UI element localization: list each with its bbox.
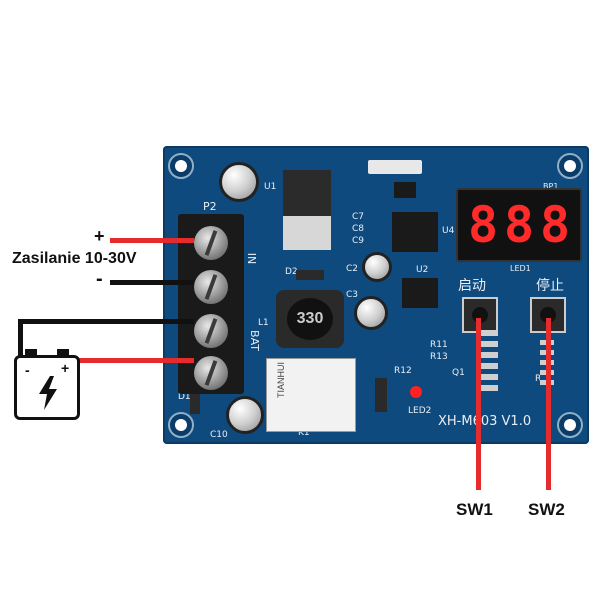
stop-button-label: 停止 bbox=[536, 278, 564, 294]
terminal-screw-4[interactable] bbox=[194, 356, 228, 390]
inductor-core: 330 bbox=[287, 298, 333, 340]
display-digit-3: 8 bbox=[540, 196, 571, 254]
pin-header bbox=[368, 160, 422, 174]
capacitor-c2 bbox=[362, 252, 392, 282]
battery-plus-sign: + bbox=[61, 360, 70, 376]
display-digit-1: 8 bbox=[468, 196, 499, 254]
relay-label: TIANHUI bbox=[276, 362, 286, 398]
power-supply-label: Zasilanie 10-30V bbox=[12, 250, 137, 267]
silk-r13: R13 bbox=[430, 352, 448, 362]
battery-terminal-right bbox=[57, 349, 69, 356]
mounting-hole-top-left bbox=[168, 153, 194, 179]
silk-c2: C2 bbox=[346, 264, 359, 274]
terminal-block bbox=[178, 214, 244, 394]
supply-wire-plus bbox=[110, 238, 194, 243]
regulator-tab bbox=[283, 216, 331, 250]
silk-d1: D1 bbox=[178, 392, 191, 402]
silk-l1: L1 bbox=[258, 318, 269, 328]
silk-p2: P2 bbox=[203, 200, 217, 213]
battery-wire-black-h bbox=[18, 319, 194, 324]
sw2-wire bbox=[546, 318, 551, 490]
ic-chip-u4 bbox=[392, 212, 438, 252]
ic-chip-u2 bbox=[402, 278, 438, 308]
battery-wire-red bbox=[72, 358, 194, 363]
status-led bbox=[410, 386, 422, 398]
model-label: XH-M603 V1.0 bbox=[438, 414, 532, 429]
ic-chip-u5 bbox=[394, 182, 416, 198]
regulator-chip bbox=[283, 170, 331, 216]
diode-d3 bbox=[375, 378, 387, 412]
silk-c7: C7 bbox=[352, 212, 365, 222]
silk-led2: LED2 bbox=[408, 406, 432, 416]
seven-segment-display: 8 8 8 bbox=[456, 188, 582, 262]
silk-in: IN bbox=[245, 252, 259, 265]
terminal-screw-1[interactable] bbox=[194, 226, 228, 260]
silk-u2: U2 bbox=[416, 265, 429, 275]
sw2-label: SW2 bbox=[528, 500, 565, 519]
silk-u4: U4 bbox=[442, 226, 455, 236]
silk-q1: Q1 bbox=[452, 368, 465, 378]
display-digit-2: 8 bbox=[504, 196, 535, 254]
terminal-screw-2[interactable] bbox=[194, 270, 228, 304]
mounting-hole-bottom-right bbox=[557, 412, 583, 438]
silk-c10: C10 bbox=[210, 430, 228, 440]
diode-d1 bbox=[190, 394, 200, 414]
resistor-array bbox=[480, 330, 498, 394]
lightning-bolt-icon bbox=[39, 376, 57, 410]
capacitor-top bbox=[219, 162, 259, 202]
silk-c9: C9 bbox=[352, 236, 365, 246]
silk-bat: BAT bbox=[247, 330, 261, 351]
sw1-wire bbox=[476, 318, 481, 490]
battery-terminal-left bbox=[25, 349, 37, 356]
silk-u1: U1 bbox=[264, 182, 277, 192]
silk-led1: LED1 bbox=[510, 264, 531, 273]
battery-minus-sign: - bbox=[25, 362, 30, 378]
mounting-hole-bottom-left bbox=[168, 412, 194, 438]
start-button-label: 启动 bbox=[458, 278, 486, 294]
supply-minus-sign: - bbox=[96, 268, 103, 290]
silk-d2: D2 bbox=[285, 267, 298, 277]
supply-plus-sign: + bbox=[94, 226, 105, 246]
silk-r11: R11 bbox=[430, 340, 448, 350]
silk-c8: C8 bbox=[352, 224, 365, 234]
silk-bp1: BP1 bbox=[543, 182, 559, 191]
capacitor-c10 bbox=[226, 396, 264, 434]
silk-r12: R12 bbox=[394, 366, 412, 376]
terminal-screw-3[interactable] bbox=[194, 314, 228, 348]
battery-icon: - + bbox=[14, 349, 80, 420]
capacitor-c3 bbox=[354, 296, 388, 330]
silk-c3: C3 bbox=[346, 290, 359, 300]
silk-k1: K1 bbox=[298, 428, 310, 438]
supply-wire-minus bbox=[110, 280, 194, 285]
mounting-hole-top-right bbox=[557, 153, 583, 179]
relay bbox=[266, 358, 356, 432]
battery-wire-black-v bbox=[18, 319, 23, 359]
sw1-label: SW1 bbox=[456, 500, 493, 519]
diode-d2 bbox=[296, 270, 324, 280]
